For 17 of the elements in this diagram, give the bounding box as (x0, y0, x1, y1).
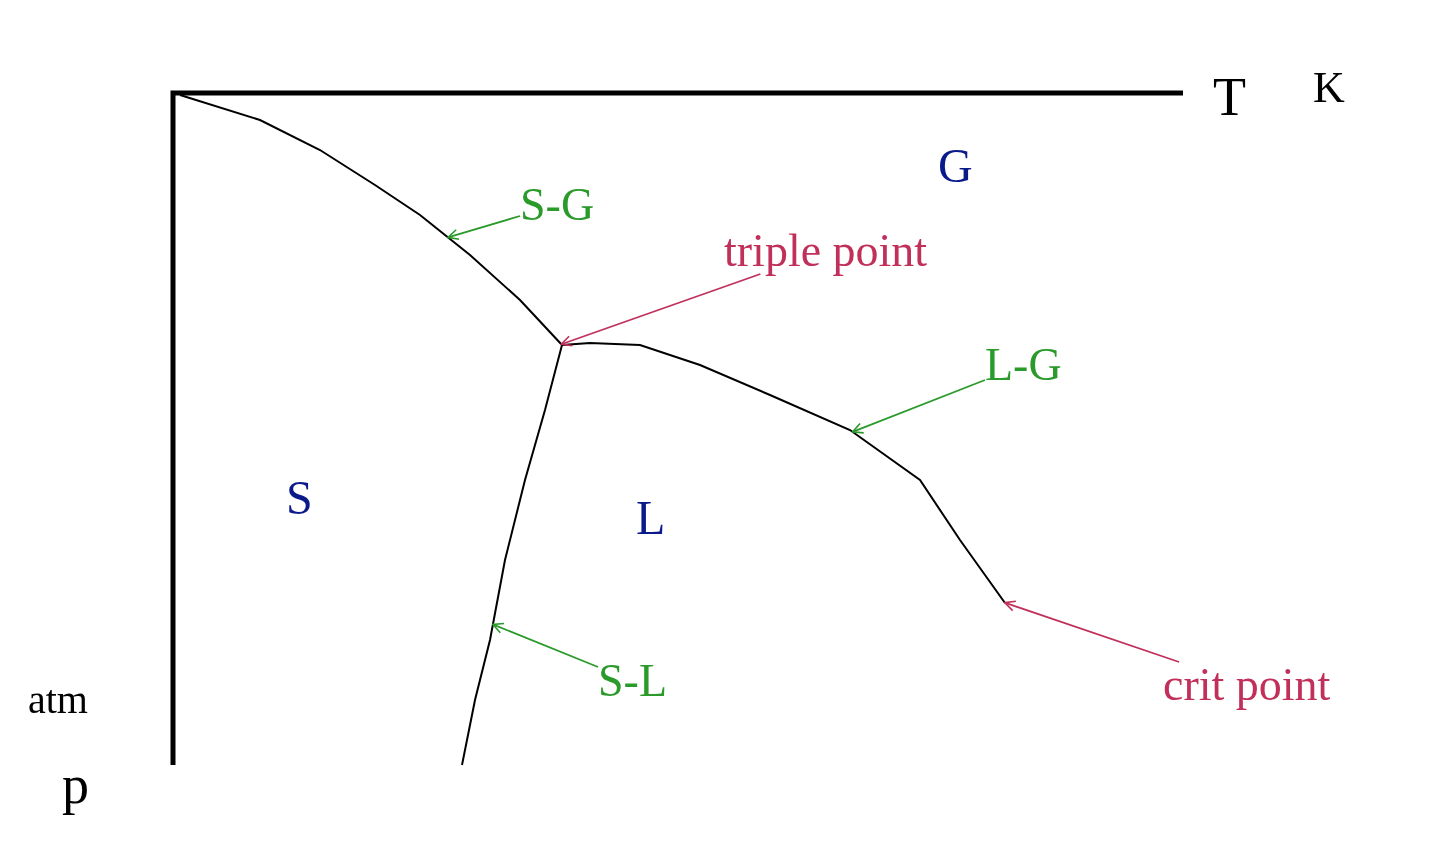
phase-label: S (286, 474, 313, 522)
axis-label: T (1213, 70, 1246, 124)
phase-boundary-curve (461, 344, 563, 766)
leader-arrow (560, 273, 762, 347)
leader-arrow (492, 622, 599, 668)
unit-label: K (1313, 66, 1345, 110)
leader-arrow (447, 215, 521, 241)
point-label: crit point (1163, 662, 1331, 708)
curve-label: L-G (985, 342, 1062, 388)
phase-label: L (636, 494, 666, 542)
phase-label: G (938, 142, 973, 190)
leader-arrow (1003, 600, 1180, 663)
curve-label: S-L (598, 658, 667, 704)
unit-label: atm (28, 680, 88, 720)
leader-arrow (851, 379, 986, 434)
point-label: triple point (724, 228, 928, 274)
curve-label: S-G (520, 182, 595, 228)
